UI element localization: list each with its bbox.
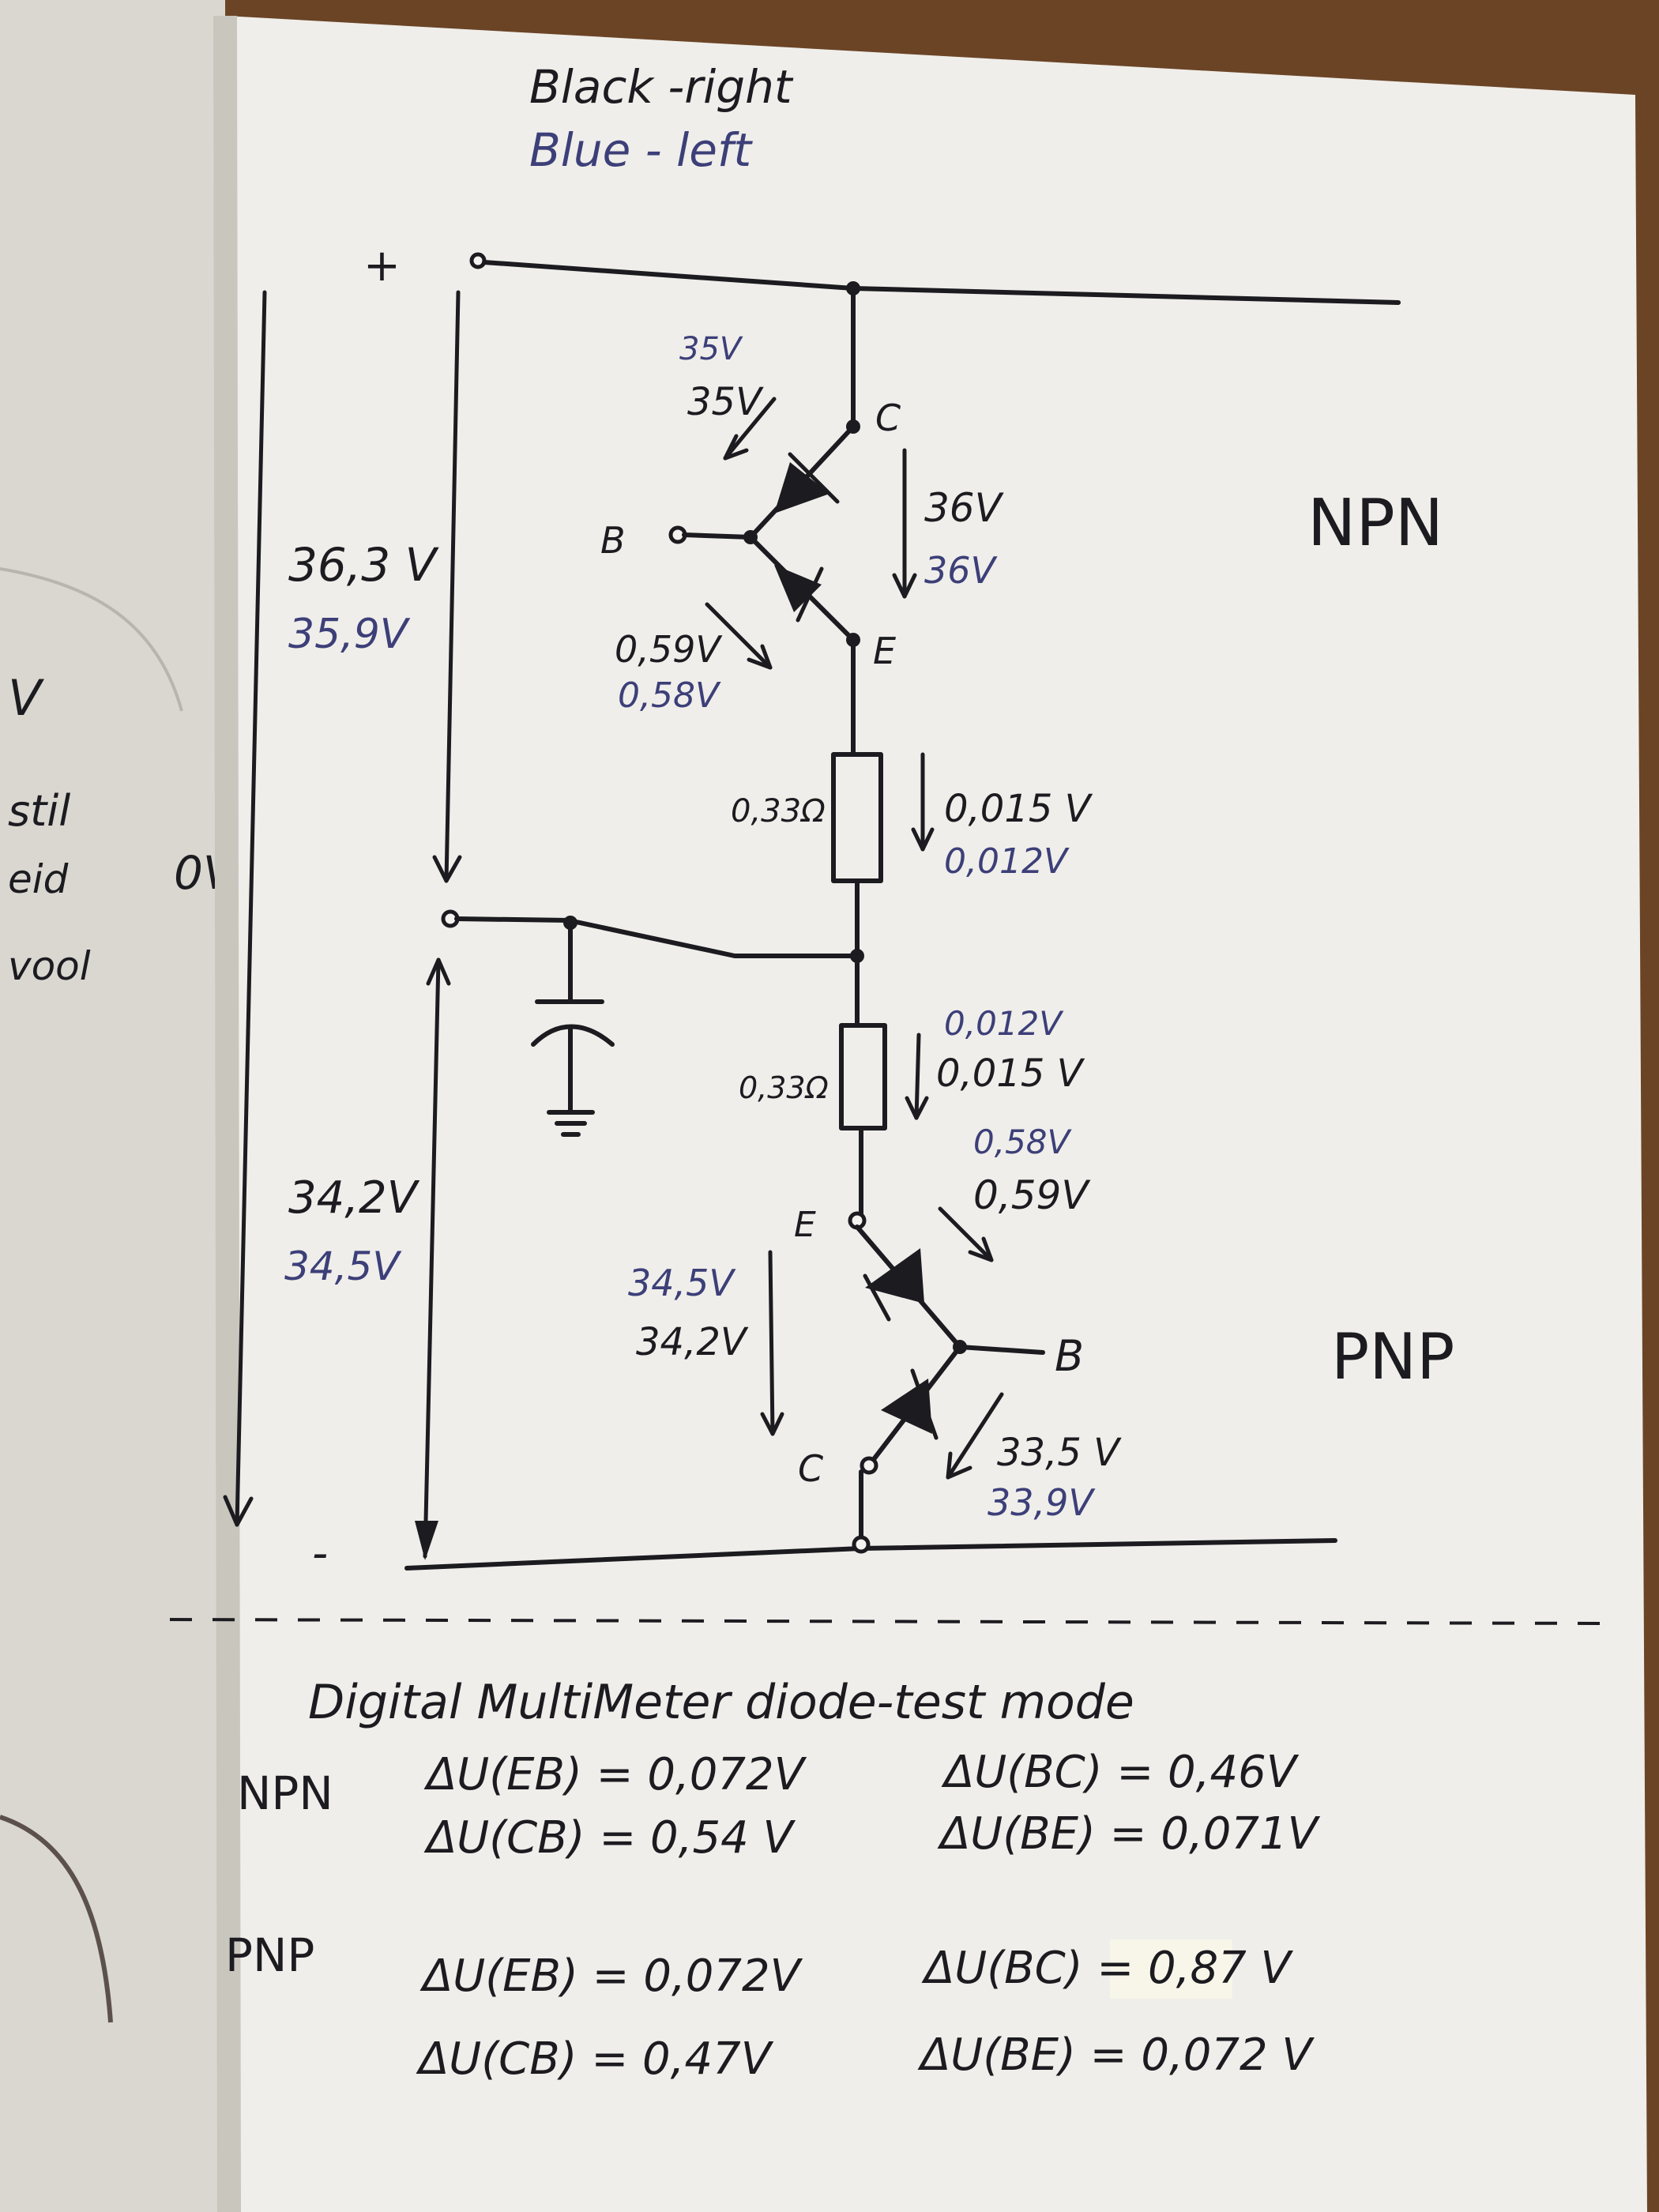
lower-half-blue: 34,5V — [284, 1243, 402, 1289]
correction-tape — [1110, 1939, 1232, 1999]
pnp-vbc-blue: 33,9V — [988, 1481, 1096, 1524]
npn-b-label: B — [600, 519, 626, 562]
dmm-npn-bc: ΔU(BC) = 0,46V — [941, 1747, 1300, 1798]
pnp-e-label: E — [794, 1205, 816, 1245]
left-page-word-1: stil — [8, 786, 70, 836]
upper-half-black: 36,3 V — [288, 538, 440, 592]
left-page-word-2: eid — [8, 856, 69, 902]
pnp-vbc-black: 33,5 V — [997, 1431, 1122, 1475]
npn-e-label: E — [873, 630, 896, 672]
dmm-npn-be: ΔU(BE) = 0,071V — [937, 1808, 1321, 1860]
section-divider — [169, 1618, 1612, 1625]
minus-rail-label: - — [312, 1528, 328, 1579]
dmm-npn-eb: ΔU(EB) = 0,072V — [423, 1749, 807, 1800]
lower-half-arrow-icon — [423, 957, 441, 1559]
pnp-label: PNP — [1331, 1320, 1454, 1394]
npn-vbc-black: 35V — [687, 380, 764, 424]
pnp-collector-terminal — [860, 1456, 878, 1475]
legend-blue: Blue - left — [529, 123, 753, 177]
npn-vbe-arrow-icon — [705, 602, 773, 670]
dmm-pnp-bc: ΔU(BC) = 0,87 V — [921, 1943, 1294, 1994]
total-voltage-arrow-icon — [235, 290, 267, 1527]
left-page-v: V — [8, 669, 45, 727]
pnp-vec-black: 34,2V — [636, 1320, 749, 1364]
pnp-veb-blue: 0,58V — [973, 1123, 1073, 1161]
legend-black: Black -right — [529, 60, 794, 114]
dmm-section: Digital MultiMeter diode-test mode NPN Δ… — [225, 1675, 1321, 2085]
lower-half-black: 34,2V — [288, 1172, 420, 1224]
npn-vbc-arrow-icon — [723, 397, 777, 461]
plus-rail-label: + — [363, 240, 401, 292]
dmm-npn-cb: ΔU(CB) = 0,54 V — [423, 1812, 796, 1864]
pnp-vbc-arrow-icon — [946, 1392, 1004, 1480]
pnp-c-label: C — [798, 1447, 823, 1490]
npn-vce-blue: 36V — [924, 549, 999, 592]
dmm-pnp-cb: ΔU(CB) = 0,47V — [416, 2033, 774, 2085]
left-page: V stil eid vool 0V — [0, 0, 238, 2212]
bottom-resistor-arrow-icon — [914, 1033, 921, 1120]
dmm-pnp-label: PNP — [225, 1928, 314, 1982]
probe-legend: Black -right Blue - left — [529, 60, 794, 177]
pnp-veb-black: 0,59V — [973, 1172, 1091, 1218]
upper-half-arrow-icon — [444, 290, 461, 883]
pnp-veb-arrow-icon — [938, 1206, 994, 1262]
bottom-resistor-label: 0,33Ω — [739, 1070, 829, 1105]
dmm-pnp-be: ΔU(BE) = 0,072 V — [917, 2030, 1315, 2081]
plus-terminal — [469, 252, 487, 269]
pnp-vec-blue: 34,5V — [628, 1262, 736, 1304]
ground-icon — [547, 1110, 595, 1137]
bottom-resistor-v-blue: 0,012V — [944, 1004, 1064, 1043]
notebook-page — [225, 16, 1647, 2212]
npn-be-diode-icon — [774, 565, 822, 612]
npn-bc-diode-icon — [774, 462, 830, 514]
dmm-pnp-eb: ΔU(EB) = 0,072V — [419, 1951, 803, 2002]
left-page-word-3: vool — [8, 943, 91, 989]
top-resistor-v-blue: 0,012V — [944, 841, 1070, 882]
pnp-vec-arrow-icon — [768, 1250, 775, 1436]
upper-half-blue: 35,9V — [288, 611, 411, 658]
npn-vce-black: 36V — [924, 485, 1005, 531]
npn-vbe-black: 0,59V — [615, 628, 723, 671]
dmm-npn-label: NPN — [237, 1766, 333, 1820]
npn-vbe-blue: 0,58V — [618, 675, 721, 716]
npn-label: NPN — [1307, 486, 1443, 561]
circuit: + - C B E NPN 35V 35V 36V 36V — [223, 240, 1454, 1579]
dmm-title: Digital MultiMeter diode-test mode — [308, 1675, 1134, 1730]
top-resistor-v-black: 0,015 V — [944, 787, 1093, 831]
top-resistor-label: 0,33Ω — [731, 793, 826, 830]
bottom-resistor-v-black: 0,015 V — [936, 1051, 1085, 1096]
pnp-b-label: B — [1055, 1331, 1084, 1381]
pnp-eb-diode-icon — [865, 1248, 924, 1304]
npn-c-label: C — [875, 397, 901, 439]
npn-vbc-blue: 35V — [679, 331, 743, 367]
